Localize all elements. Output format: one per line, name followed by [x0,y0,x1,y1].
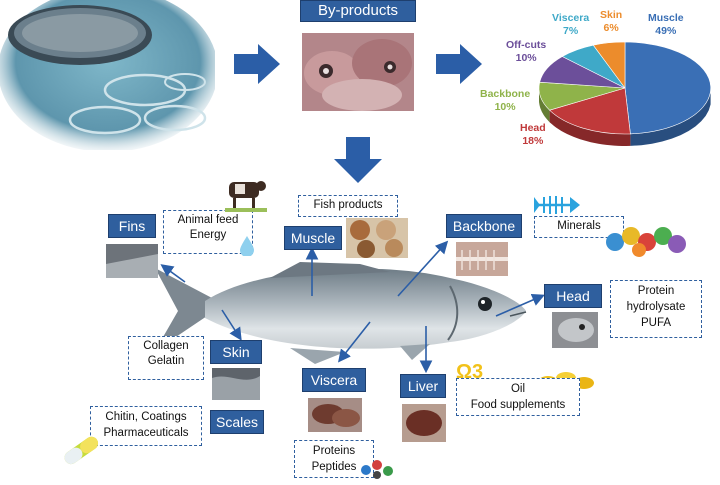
fish-skeleton-icon [534,192,582,223]
viscera-photo [308,398,362,432]
label-liver: Liver [400,374,446,398]
fins-photo [106,244,158,278]
label-fins: Fins [108,214,156,238]
liver-use-2: Food supplements [470,399,566,411]
label-skin: Skin [210,340,262,364]
box-scales-uses: Chitin, Coatings Pharmaceuticals [90,406,202,446]
label-muscle: Muscle [284,226,342,250]
skin-use-2: Gelatin [147,355,185,367]
fish-products-photo [346,218,408,258]
by-products-title: By-products [300,0,416,22]
pill-icon [58,434,104,471]
box-liver-uses: Oil Food supplements [456,378,580,416]
box-skin-uses: Collagen Gelatin [128,336,204,380]
pie-label-viscera-value: 7% [563,25,579,37]
pie-label-head-name: Head [520,122,546,134]
scales-use-2: Pharmaceuticals [103,427,189,439]
pie-slice-head [549,87,631,135]
arrow-right-2 [436,44,484,89]
box-muscle-uses: Fish products [298,195,398,217]
arrow-down [334,137,382,188]
cow-icon [225,174,267,219]
fish-farm-photo [0,0,218,152]
head-use-1: Protein [637,285,675,297]
head-use-2: hydrolysate [626,301,686,313]
muscle-use-1: Fish products [313,199,383,211]
pie-label-head-value: 18% [522,135,544,147]
box-head-uses: Protein hydrolysate PUFA [610,280,702,338]
viscera-use-1: Proteins [312,445,356,457]
pie-label-offcuts-value: 10% [515,52,537,64]
label-viscera: Viscera [302,368,366,392]
viscera-use-2: Peptides [311,461,357,473]
pie-side-head [549,110,631,146]
box-backbone-uses: Minerals [534,216,624,238]
backbone-photo [456,242,508,276]
pie-side-backbone [539,88,550,123]
pie-label-skin-name: Skin [600,9,623,21]
box-fins-uses: Animal feed Energy [163,210,253,254]
pie-slice-skin [592,41,626,89]
liver-use-1: Oil [510,383,526,395]
scales-use-1: Chitin, Coatings [105,411,187,423]
arrow-right-1 [234,44,282,89]
pie-label-backbone-value: 10% [494,101,516,113]
pie-label-muscle-value: 49% [655,25,677,37]
omega3-icon: Ω3 [456,358,496,387]
fins-use-1: Animal feed [177,214,239,226]
label-head: Head [544,284,602,308]
molecule-icon [360,458,396,485]
skin-photo [212,368,260,400]
head-use-3: PUFA [640,317,672,329]
pie-side-muscle [630,92,711,146]
pie-label-viscera: Viscera 7% [552,12,589,38]
pie-label-offcuts: Off-cuts 10% [506,39,546,65]
label-scales: Scales [210,410,264,434]
label-backbone: Backbone [446,214,522,238]
pie-chart [530,36,720,156]
backbone-use-1: Minerals [557,220,601,232]
pie-label-viscera-name: Viscera [552,12,590,24]
pie-label-backbone-name: Backbone [480,88,531,100]
head-photo [552,312,598,348]
pie-label-head: Head 18% [520,122,546,148]
fins-use-2: Energy [189,229,227,241]
pie-label-skin: Skin 6% [600,9,622,35]
pie-label-offcuts-name: Off-cuts [506,39,547,51]
skin-use-1: Collagen [143,340,189,352]
sea-bass-illustration [150,256,530,366]
pie-label-backbone: Backbone 10% [480,88,530,114]
liver-photo [402,404,446,442]
fish-heads-photo [302,33,414,111]
water-drop-icon [240,236,254,261]
mineral-balls-icon [603,222,689,263]
pie-label-skin-value: 6% [603,22,619,34]
pie-label-muscle: Muscle 49% [648,12,684,38]
box-viscera-uses: Proteins Peptides [294,440,374,478]
pie-slice-muscle [624,41,712,135]
pie-label-muscle-name: Muscle [648,12,684,24]
svg-text:Ω3: Ω3 [456,361,483,382]
